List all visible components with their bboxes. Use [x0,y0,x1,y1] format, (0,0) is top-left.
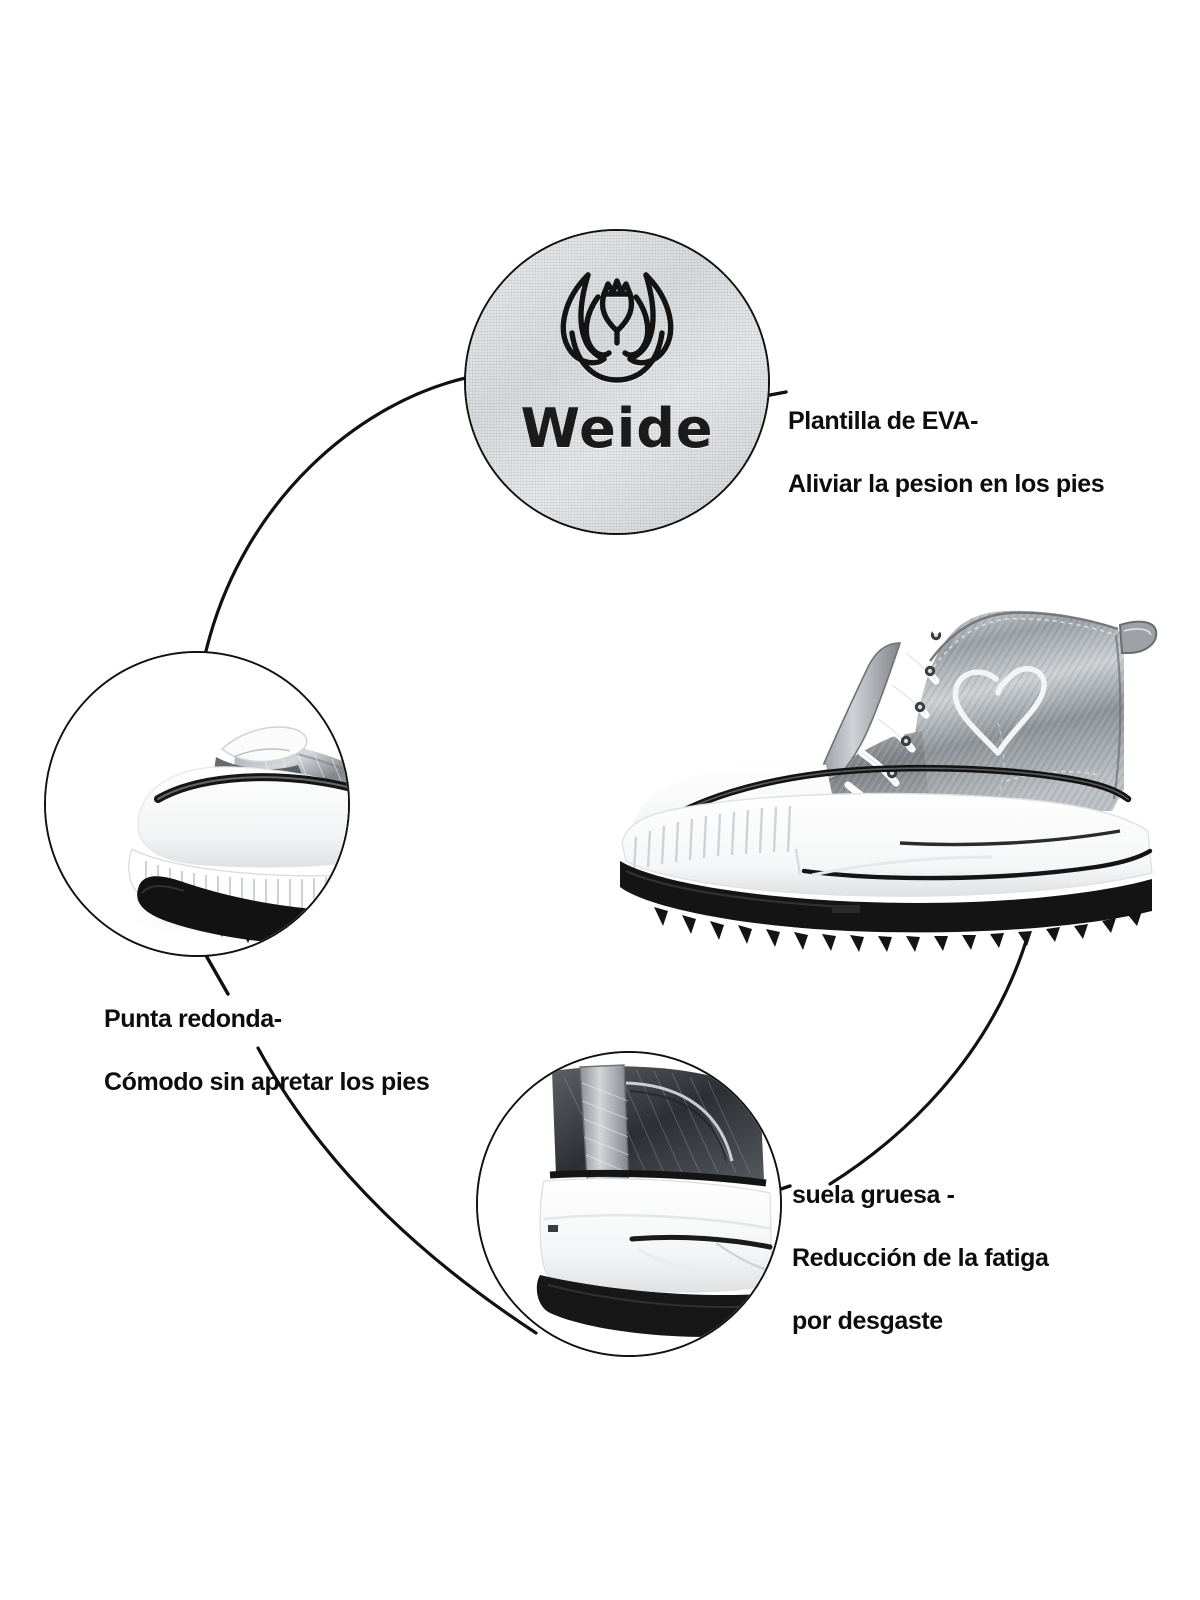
silver-high-top-platform-sneaker [620,610,1158,952]
callout-sole-line-3: por desgaste [792,1306,943,1335]
thick-sole-closeup-image [478,1053,780,1355]
product-hero-image [600,575,1165,955]
brand-logo: Weide [466,263,768,460]
callout-insole-line-1: Plantilla de EVA- [788,406,979,435]
detail-bubble-thick-sole[interactable] [476,1051,782,1357]
callout-sole-line-2: Reducción de la fatiga [792,1243,1049,1272]
callout-round-toe: Punta redonda- Cómodo sin apretar los pi… [104,972,430,1130]
swan-crown-emblem-icon [560,272,674,383]
callout-toe-line-1: Punta redonda- [104,1004,282,1033]
callout-insole-line-2: Aliviar la pesion en los pies [788,469,1105,498]
detail-bubble-round-toe[interactable] [44,651,350,957]
callout-thick-sole: suela gruesa - Reducción de la fatiga po… [792,1148,1049,1369]
callout-sole-line-1: suela gruesa - [792,1180,955,1209]
detail-bubble-insole[interactable]: Weide [464,229,770,535]
round-toe-closeup-image [46,653,348,955]
callout-toe-line-2: Cómodo sin apretar los pies [104,1067,430,1096]
callout-insole: Plantilla de EVA- Aliviar la pesion en l… [788,374,1105,532]
brand-wordmark: Weide [520,397,714,460]
